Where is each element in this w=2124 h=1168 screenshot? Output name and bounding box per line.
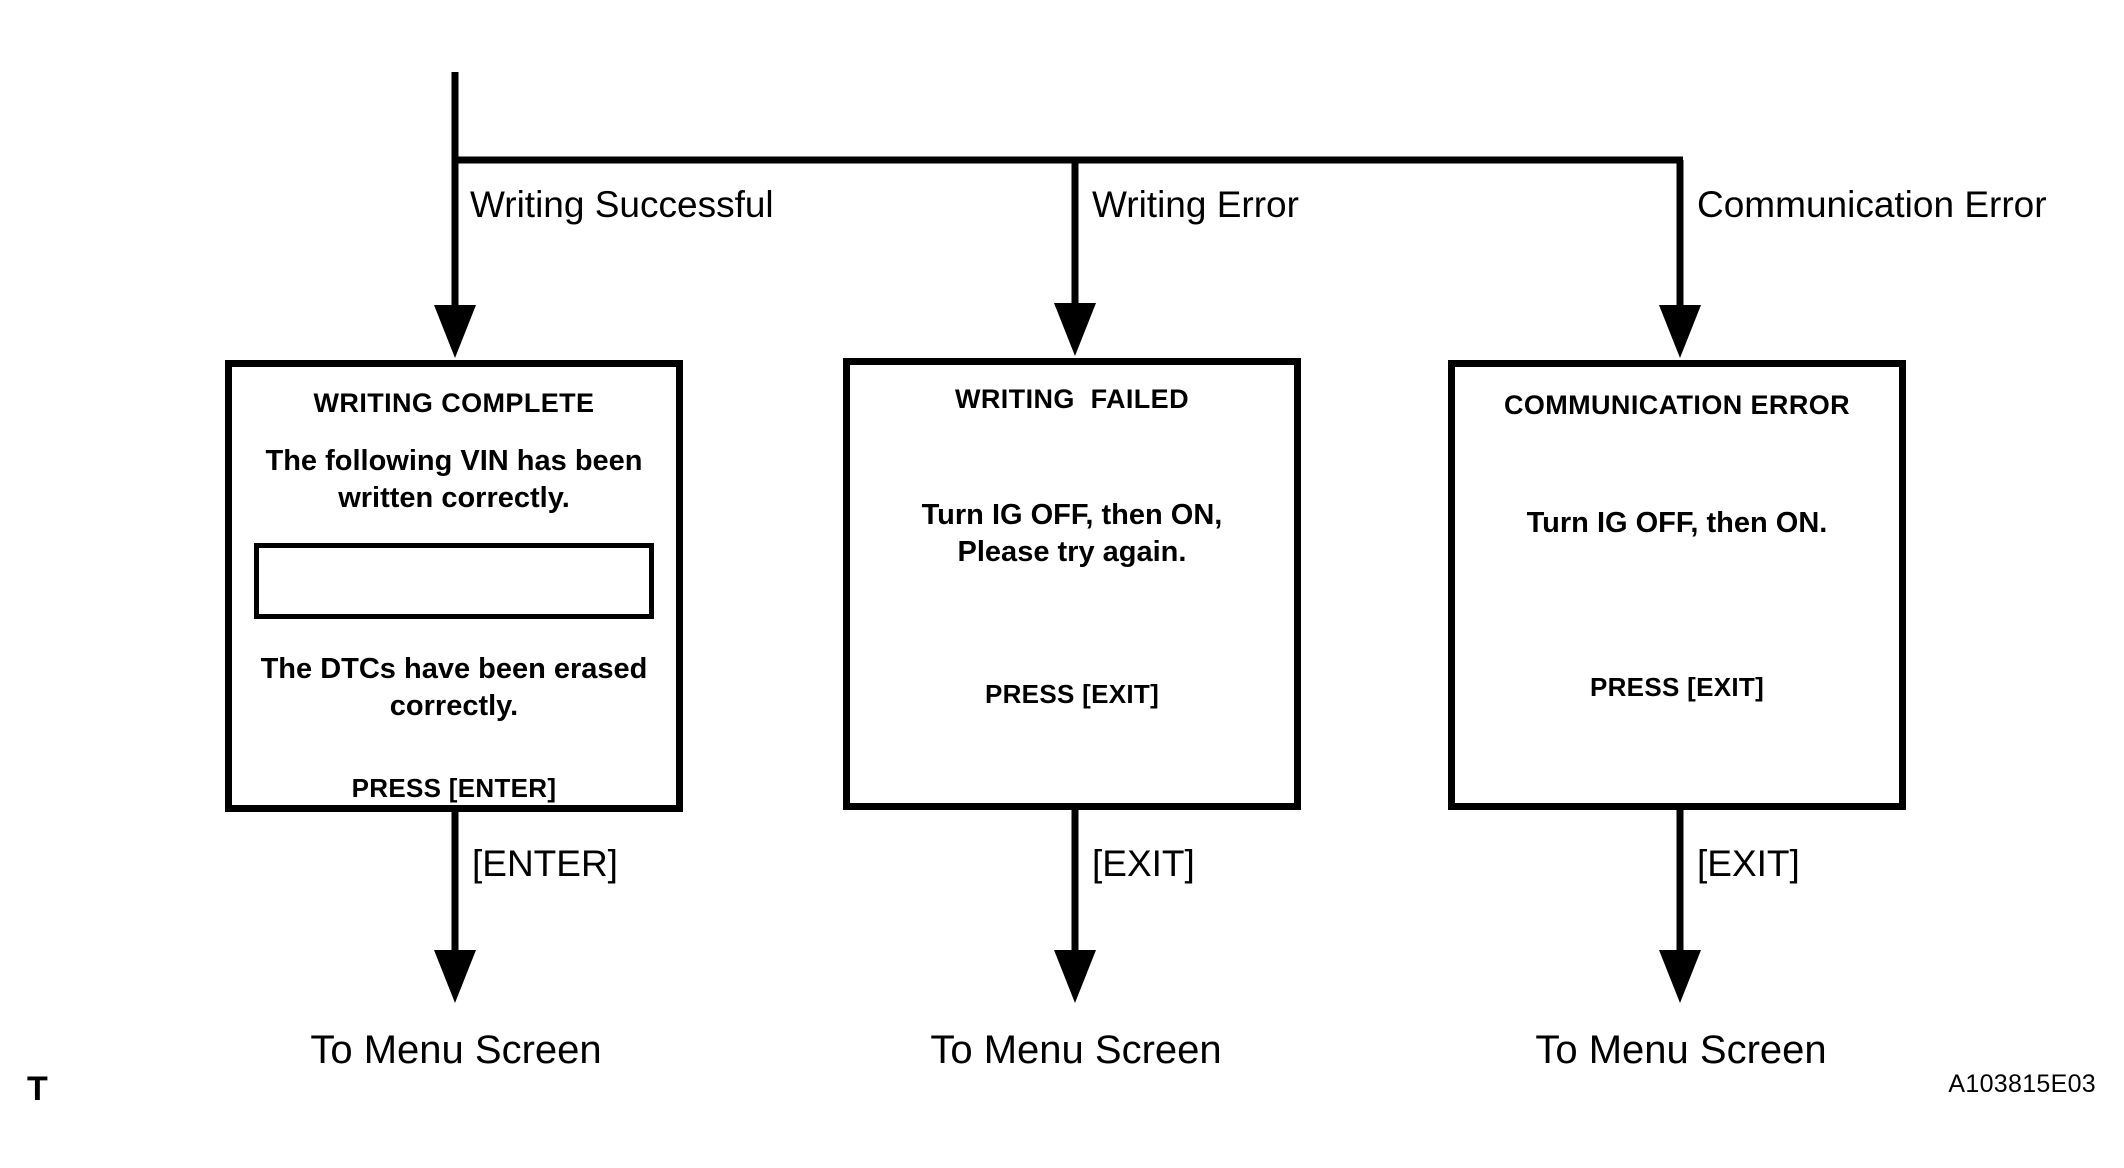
screen-communication-error: COMMUNICATION ERROR Turn IG OFF, then ON… [1448,360,1906,810]
screen-message-retry: Turn IG OFF, then ON, Please try again. [921,498,1223,568]
screen-footer-press-exit-2: PRESS [EXIT] [1589,671,1765,702]
key-label-exit-2: [EXIT] [1697,843,1800,884]
key-label-exit-1: [EXIT] [1092,843,1195,884]
key-label-enter: [ENTER] [472,843,618,884]
terminal-label-menu-screen-2: To Menu Screen [930,1028,1222,1072]
screen-footer-press-enter: PRESS [ENTER] [351,773,557,804]
arrowhead-down-4 [434,950,476,1003]
arrowhead-down-5 [1054,950,1096,1003]
branch-label-writing-successful: Writing Successful [470,184,774,225]
arrowhead-down-3 [1659,305,1701,358]
screen-title-writing-complete: WRITING COMPLETE [313,388,595,418]
screen-writing-failed: WRITING FAILED Turn IG OFF, then ON, Ple… [843,358,1301,810]
screen-footer-press-exit-1: PRESS [EXIT] [984,678,1160,709]
screen-message-ig-cycle: Turn IG OFF, then ON. [1526,506,1828,539]
screen-message-dtc-erased: The DTCs have been erased correctly. [260,652,648,723]
figure-reference-code: A103815E03 [1948,1070,2096,1098]
screen-message-vin-written: The following VIN has been written corre… [265,444,643,514]
sheet-marker: T [27,1070,48,1108]
screen-title-writing-failed: WRITING FAILED [955,384,1189,414]
terminal-label-menu-screen-3: To Menu Screen [1535,1028,1827,1072]
screen-title-communication-error: COMMUNICATION ERROR [1503,390,1851,420]
screen-writing-complete: WRITING COMPLETE The following VIN has b… [225,360,683,812]
arrowhead-down-6 [1659,950,1701,1003]
branch-label-writing-error: Writing Error [1092,184,1299,225]
vin-display-field[interactable] [254,542,654,619]
arrowhead-down-2 [1054,303,1096,356]
terminal-label-menu-screen-1: To Menu Screen [310,1028,602,1072]
arrowhead-down-1 [434,305,476,358]
branch-label-communication-error: Communication Error [1697,184,2047,225]
